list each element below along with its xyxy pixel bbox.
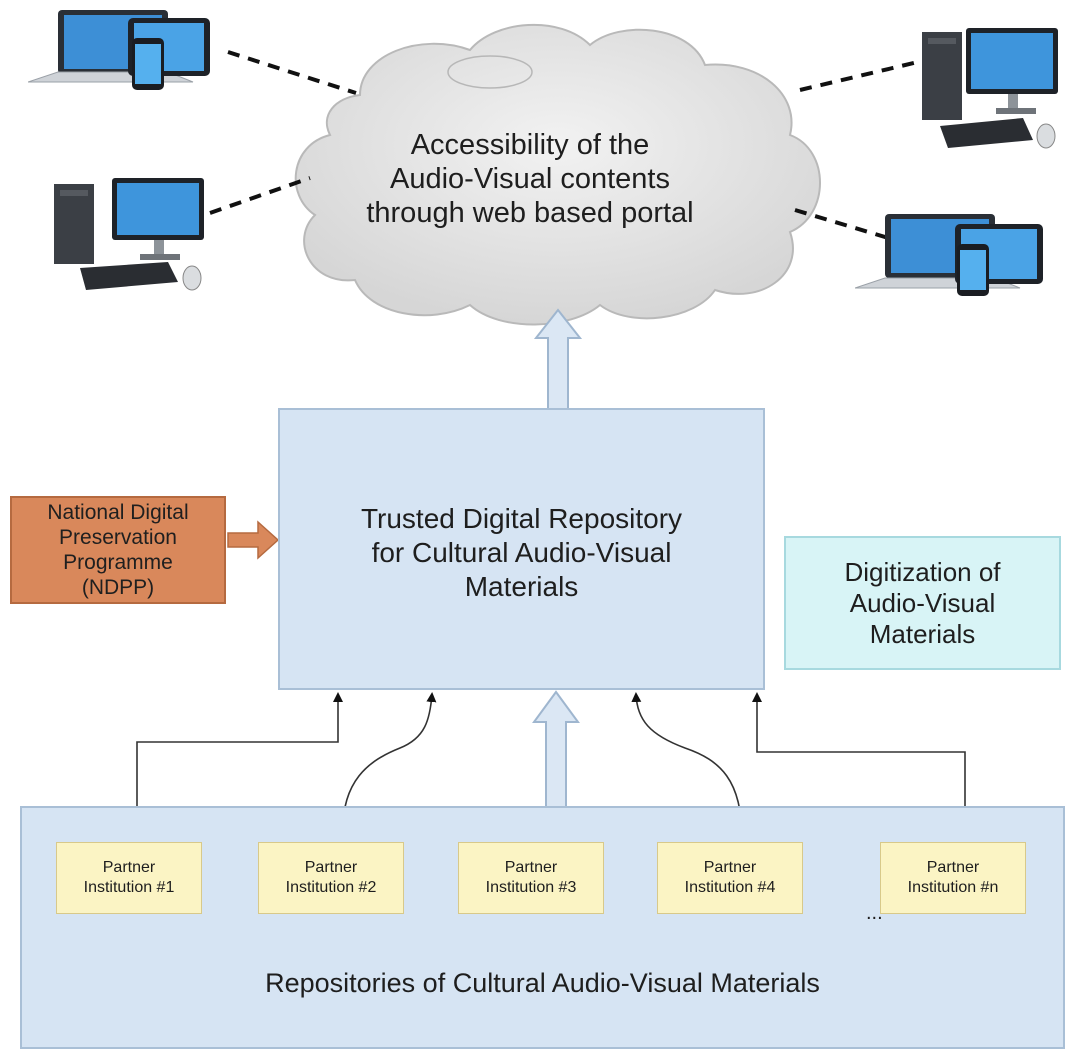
partner-label: Partner — [304, 859, 358, 876]
ndpp-label-line: Programme — [63, 551, 173, 574]
arrow-ndpp-to-repository — [227, 520, 280, 560]
partner-label: Institution #3 — [485, 879, 577, 896]
digitization-label-line: Materials — [869, 618, 976, 649]
more-partners-ellipsis: ... — [866, 902, 883, 924]
arrow-repository-to-cloud — [533, 308, 583, 411]
repositories-title: Repositories of Cultural Audio-Visual Ma… — [265, 968, 820, 998]
cloud-label-line: Audio-Visual contents — [390, 163, 670, 195]
partner-label: Institution #2 — [285, 879, 377, 896]
ndpp-label-line: National Digital — [47, 501, 189, 524]
trusted-repository-label: Trusted Digital Repository for Cultural … — [280, 502, 763, 604]
partner-label: Institution #1 — [83, 879, 175, 896]
dashed-link-mid-left — [209, 176, 311, 215]
digitization-label-line: Digitization of — [844, 556, 1001, 587]
cloud-shape — [294, 23, 821, 326]
link-partner-n — [752, 692, 970, 846]
partner-label: Partner — [102, 859, 156, 876]
cloud-label: Accessibility of the Audio-Visual conten… — [300, 128, 760, 230]
trusted-repository-box: Trusted Digital Repository for Cultural … — [278, 408, 765, 690]
digitization-box: Digitization of Audio-Visual Materials — [784, 536, 1061, 670]
ndpp-box: National Digital Preservation Programme … — [10, 496, 226, 604]
partner-label: Institution #4 — [684, 879, 776, 896]
dashed-link-mid-right — [794, 208, 896, 242]
partner-label: Partner — [703, 859, 757, 876]
cloud-label-line: through web based portal — [366, 197, 694, 229]
ndpp-label-line: Preservation — [59, 526, 177, 549]
repository-label-line: Materials — [464, 571, 579, 602]
link-partner-1 — [132, 692, 343, 846]
link-partner-4 — [631, 692, 748, 847]
dashed-link-top-left — [227, 50, 357, 95]
repository-label-line: for Cultural Audio-Visual — [371, 537, 672, 568]
ndpp-label-line: (NDPP) — [81, 576, 155, 599]
repository-label-line: Trusted Digital Repository — [360, 503, 683, 534]
desktop-computer-icon — [922, 28, 1058, 149]
desktop-computer-icon — [54, 178, 204, 291]
digitization-label-line: Audio-Visual — [849, 587, 996, 618]
link-partner-2 — [338, 692, 437, 847]
laptop-tablet-phone-icon — [855, 214, 1043, 296]
dashed-link-top-right — [799, 60, 919, 92]
partner-label: Institution #n — [907, 879, 999, 896]
partner-label: Partner — [504, 859, 558, 876]
cloud-label-line: Accessibility of the — [410, 129, 650, 161]
laptop-tablet-phone-icon — [28, 10, 210, 90]
partner-label: Partner — [926, 859, 980, 876]
